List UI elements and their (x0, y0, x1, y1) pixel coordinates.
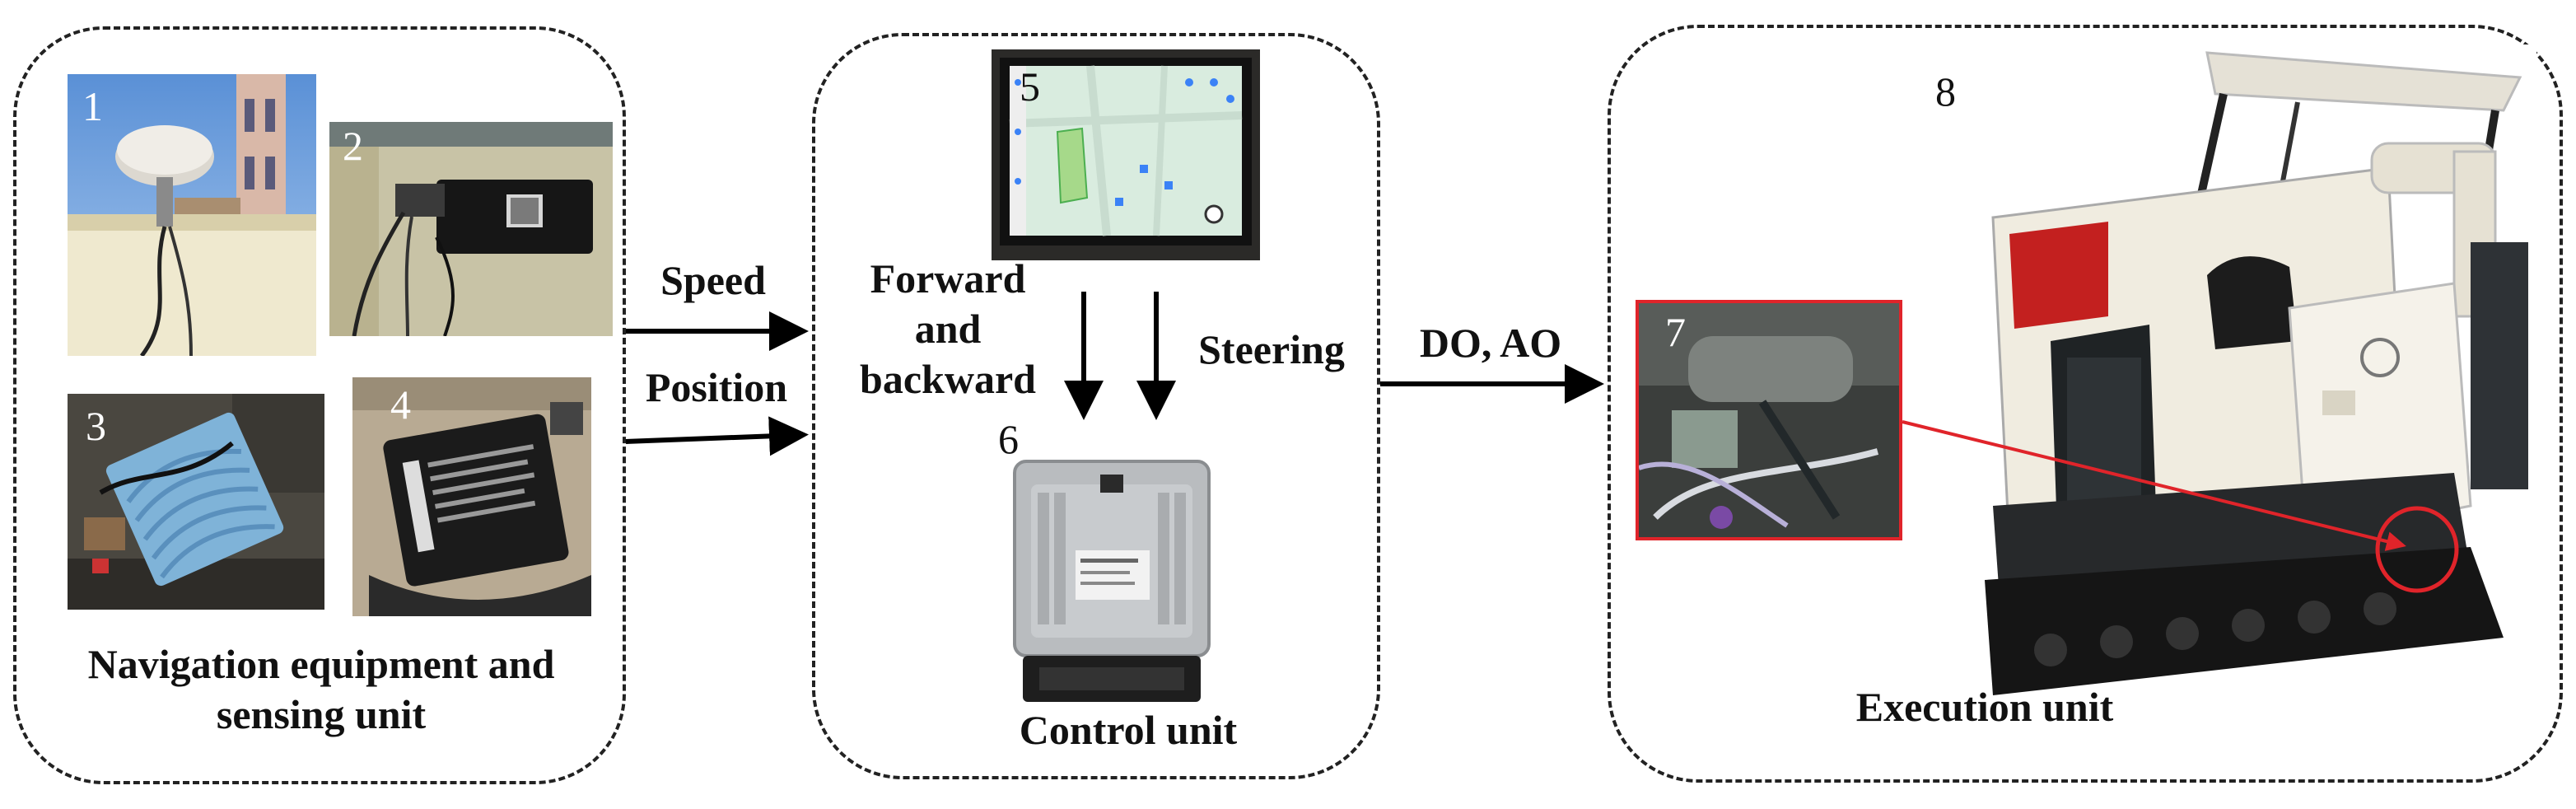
navigation-unit-group (13, 26, 626, 784)
angle-sensor-photo (352, 377, 591, 616)
steering-label: Steering (1198, 326, 1345, 372)
number-label-1: 1 (82, 83, 103, 129)
number-label-6: 6 (998, 416, 1019, 462)
execution-vehicle-photo (1944, 44, 2536, 728)
position-label: Position (645, 364, 788, 410)
blue-controller-photo (68, 394, 324, 610)
execution-unit-title: Execution unit (1855, 684, 2114, 730)
number-label-2: 2 (343, 123, 363, 169)
number-label-5: 5 (1020, 63, 1040, 110)
navigation-unit-title: Navigation equipment and sensing unit (87, 641, 555, 737)
control-ecu-photo (998, 451, 1225, 705)
control-unit-group (812, 33, 1380, 779)
number-label-8: 8 (1935, 68, 1956, 115)
wiring-inset-photo (1636, 300, 1902, 540)
gnss-antenna-photo (68, 74, 316, 356)
control-unit-title: Control unit (1019, 707, 1238, 753)
execution-unit-group (1608, 25, 2563, 783)
speed-label: Speed (660, 257, 766, 303)
number-label-4: 4 (390, 381, 411, 428)
position-arrow (625, 416, 809, 456)
gnss-receiver-photo (329, 122, 613, 336)
do-ao-label: DO, AO (1419, 320, 1562, 366)
inset-pointer-line (1902, 420, 2406, 551)
number-label-7: 7 (1665, 309, 1686, 355)
navigation-display-photo (992, 49, 1260, 260)
forward-backward-label: Forward and backward (860, 255, 1036, 402)
number-label-3: 3 (86, 403, 106, 449)
